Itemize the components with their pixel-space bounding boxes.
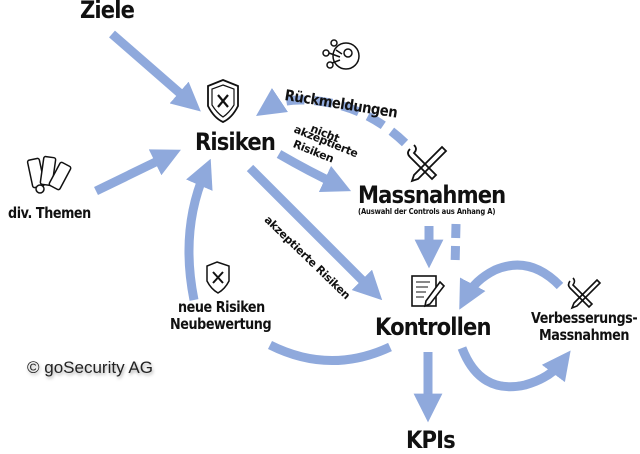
node-kpis: KPIs: [406, 426, 456, 454]
arrow-neue-risiken-to-risiken: [184, 158, 213, 301]
node-ziele: Ziele: [80, 0, 135, 24]
node-neue-risiken-line2: Neubewertung: [170, 315, 272, 333]
arrow-verbesserung-to-kontrollen: [459, 260, 564, 310]
shield-x-icon: [207, 79, 239, 123]
node-neue-risiken-line1: neue Risiken: [178, 298, 265, 316]
wrench-pencil-icon: [407, 144, 448, 183]
node-massnahmen-subtitle: (Auswahl der Controls aus Anhang A): [358, 207, 496, 216]
arrow-kontrollen-to-neue-risiken: [267, 340, 392, 365]
node-verbesserung-line2: Massnahmen: [539, 326, 629, 344]
arrow-rueckmeldungen: [256, 88, 409, 147]
feedback-network-icon: [322, 39, 360, 70]
arrow-ziele-to-risiken: [109, 30, 201, 112]
copyright-notice: © goSecurity AG: [27, 358, 153, 377]
node-verbesserung-line1: Verbesserungs-: [531, 309, 638, 327]
node-div-themen: div. Themen: [8, 204, 91, 222]
node-kontrollen: Kontrollen: [375, 313, 491, 341]
arrow-kontrollen-to-verbesserung: [457, 346, 571, 392]
arrow-massnahmen-dashed: [450, 223, 461, 269]
arrow-nicht-akzeptiert: [276, 150, 352, 192]
arrow-akzeptiert: [246, 164, 383, 301]
wrench-pencil-icon: [567, 277, 602, 310]
shield-x-icon: [206, 261, 230, 294]
node-risiken: Risiken: [195, 128, 276, 156]
arrow-themen-to-risiken: [94, 149, 181, 196]
document-fan-icon: [26, 155, 72, 194]
document-pencil-icon: [411, 275, 446, 308]
node-massnahmen: Massnahmen: [358, 181, 506, 209]
